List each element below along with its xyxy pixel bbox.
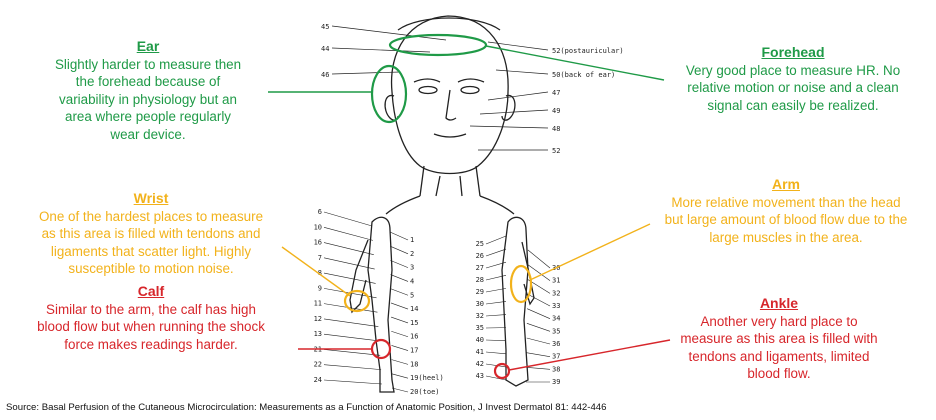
head-label-48: 48	[552, 125, 560, 133]
calf-line: blood flow but when running the shock	[6, 318, 296, 336]
diagram-panel	[297, 8, 627, 400]
site-label: 33	[552, 302, 560, 310]
site-label: 30	[476, 300, 484, 308]
head-label-back-of-ear: 50(back of ear)	[552, 71, 615, 79]
arm-line: large muscles in the area.	[636, 229, 936, 247]
site-label: 31	[552, 277, 560, 285]
wrist-line: One of the hardest places to measure	[10, 208, 292, 226]
ear-line: variability in physiology but an	[18, 91, 278, 109]
wrist-title: Wrist	[10, 190, 292, 208]
arm-line: but large amount of blood flow due to th…	[636, 211, 936, 229]
head-label-postauricular: 52(postauricular)	[552, 47, 624, 55]
head-label-52: 52	[552, 147, 560, 155]
site-label: 14	[410, 305, 418, 313]
site-label: 26	[476, 252, 484, 260]
head-label-49: 49	[552, 107, 560, 115]
calf-note: Calf Similar to the arm, the calf has hi…	[6, 283, 296, 353]
forehead-line: Very good place to measure HR. No	[652, 62, 934, 80]
site-label: 4	[410, 277, 414, 285]
ear-line: the forehead because of	[18, 73, 278, 91]
arm-line: More relative movement than the head	[636, 194, 936, 212]
site-label: 1	[410, 236, 414, 244]
site-label: 7	[318, 254, 322, 262]
head-label-45: 45	[321, 23, 329, 31]
site-label: 2	[410, 250, 414, 258]
arm-note: Arm More relative movement than the head…	[636, 176, 936, 246]
site-label: 16	[410, 333, 418, 341]
site-label: 12	[314, 315, 322, 323]
site-label: 39	[552, 378, 560, 386]
ear-title: Ear	[18, 38, 278, 56]
wrist-line: as this area is filled with tendons and	[10, 225, 292, 243]
ankle-line: blood flow.	[664, 365, 894, 383]
head-label-44: 44	[321, 45, 329, 53]
calf-title: Calf	[6, 283, 296, 301]
ear-note: Ear Slightly harder to measure then the …	[18, 38, 278, 143]
forehead-line: relative motion or noise and a clean	[652, 79, 934, 97]
site-label: 22	[314, 361, 322, 369]
ear-line: wear device.	[18, 126, 278, 144]
site-label: 28	[476, 276, 484, 284]
site-label: 17	[410, 347, 418, 355]
ankle-note: Ankle Another very hard place to measure…	[664, 295, 894, 383]
ankle-title: Ankle	[664, 295, 894, 313]
site-label: 3	[410, 264, 414, 272]
head-label-46: 46	[321, 71, 329, 79]
site-label: 37	[552, 353, 560, 361]
ear-line: Slightly harder to measure then	[18, 56, 278, 74]
forehead-line: signal can easily be realized.	[652, 97, 934, 115]
site-label: 16	[314, 239, 322, 247]
site-label: 29	[476, 288, 484, 296]
site-label: 6	[318, 208, 322, 216]
ear-line: area where people regularly	[18, 108, 278, 126]
source-citation: Source: Basal Perfusion of the Cutaneous…	[6, 402, 606, 413]
ankle-line: tendons and ligaments, limited	[664, 348, 894, 366]
site-label: 9	[318, 284, 322, 292]
head-label-47: 47	[552, 89, 560, 97]
site-label: 34	[552, 315, 560, 323]
site-label: 5	[410, 291, 414, 299]
site-label: 35	[476, 324, 484, 332]
site-label: 24	[314, 376, 322, 384]
site-label: 36	[552, 340, 560, 348]
wrist-line: susceptible to motion noise.	[10, 260, 292, 278]
site-label: 41	[476, 348, 484, 356]
site-label: 40	[476, 336, 484, 344]
wrist-line: ligaments that scatter light. Highly	[10, 243, 292, 261]
site-label: 42	[476, 360, 484, 368]
site-label: 15	[410, 319, 418, 327]
site-label: 43	[476, 372, 484, 380]
site-label: 18	[410, 360, 418, 368]
ankle-line: Another very hard place to	[664, 313, 894, 331]
site-label: 13	[314, 330, 322, 338]
site-label: 10	[314, 223, 322, 231]
site-label: 35	[552, 327, 560, 335]
calf-line: force makes readings harder.	[6, 336, 296, 354]
forehead-note: Forehead Very good place to measure HR. …	[652, 44, 934, 114]
site-label: 11	[314, 300, 322, 308]
arm-title: Arm	[636, 176, 936, 194]
site-label: 32	[552, 289, 560, 297]
site-label: 20(toe)	[410, 388, 440, 396]
calf-line: Similar to the arm, the calf has high	[6, 301, 296, 319]
site-label: 38	[552, 365, 560, 373]
site-label: 19(heel)	[410, 374, 444, 382]
site-label: 32	[476, 312, 484, 320]
wrist-note: Wrist One of the hardest places to measu…	[10, 190, 292, 278]
ankle-line: measure as this area is filled with	[664, 330, 894, 348]
forehead-title: Forehead	[652, 44, 934, 62]
site-label: 25	[476, 240, 484, 248]
site-label: 27	[476, 264, 484, 272]
